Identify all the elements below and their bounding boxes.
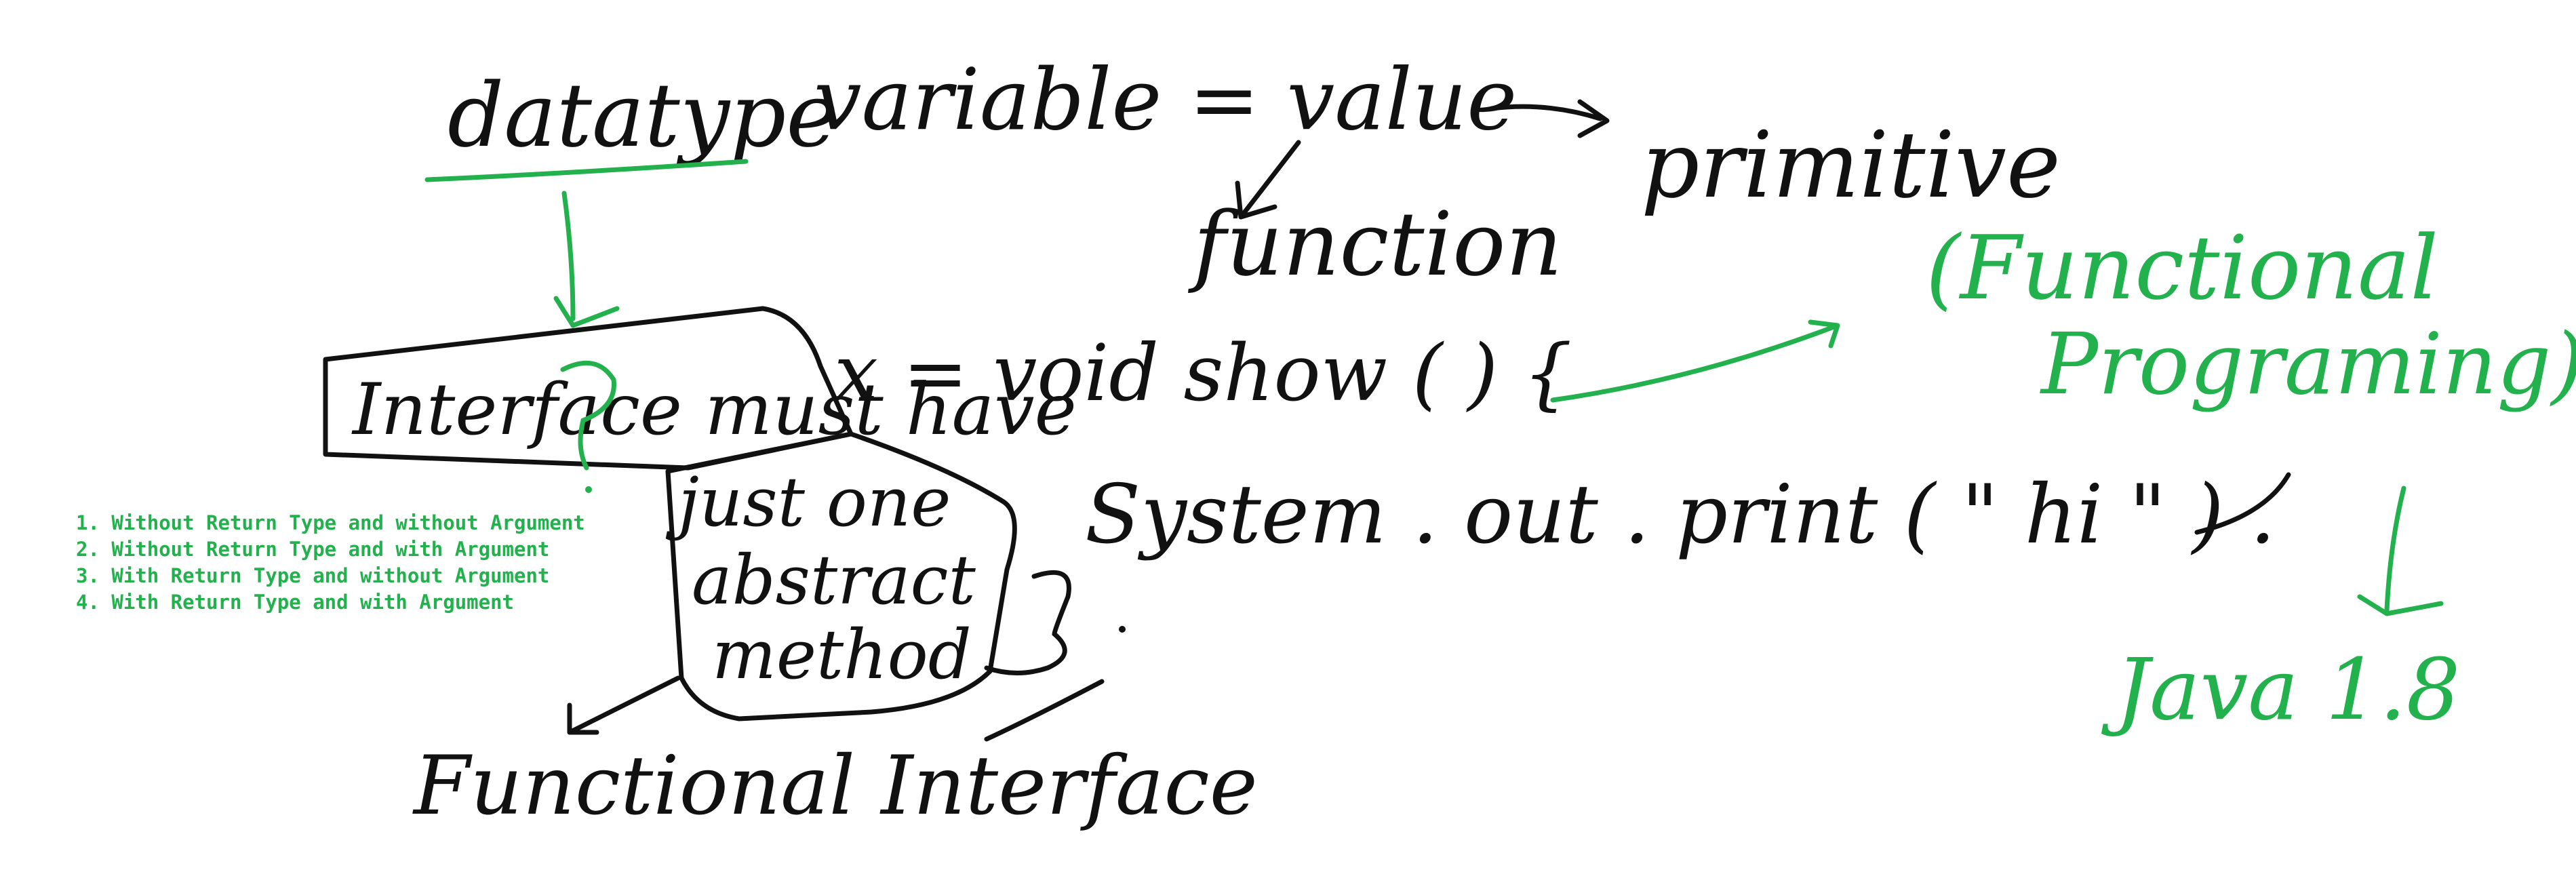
stroke-to-functional-interface (984, 679, 1105, 742)
datatype-underline (424, 159, 749, 182)
variable-value-text: variable = value (814, 51, 1517, 149)
arrow-to-interface (553, 191, 620, 328)
green-dot-mark (585, 486, 592, 493)
note-item: 2. Without Return Type and with Argument (76, 538, 550, 561)
interface-green-mark (560, 360, 616, 471)
arrow-to-java-version (2357, 486, 2444, 616)
function-text: function (1188, 193, 1562, 296)
arrow-to-function (1235, 140, 1301, 220)
functional-programming-text-line2: Programing) (2040, 315, 2576, 414)
system-out-print-text: System . out . print ( " hi " ) . (1085, 468, 2276, 562)
dot-mark (1119, 626, 1126, 633)
method-text: method (712, 615, 972, 694)
note-item: 3. With Return Type and without Argument (76, 564, 550, 587)
note-item: 1. Without Return Type and without Argum… (76, 511, 585, 534)
java-version-text: Java 1.8 (2101, 641, 2460, 739)
arrow-functional-programming (1550, 319, 1840, 403)
notes-list: 1. Without Return Type and without Argum… (76, 510, 585, 616)
arrow-to-functional-interface (567, 675, 681, 735)
closing-brace (984, 570, 1071, 675)
note-item: 4. With Return Type and with Argument (76, 591, 515, 614)
primitive-text: primitive (1641, 112, 2061, 218)
interface-box-outline (323, 306, 854, 471)
functional-programming-text-line1: (Functional (1926, 216, 2438, 319)
just-one-text: just one (665, 462, 951, 542)
abstract-method-box-outline (665, 431, 1017, 721)
print-closing-stroke (2194, 472, 2291, 535)
functional-interface-text: Functional Interface (412, 739, 1258, 833)
show-method-text: x = void show ( ) { (834, 328, 1572, 419)
datatype-text: datatype (448, 64, 838, 167)
interface-must-have-text: Interface must have (351, 368, 1077, 451)
abstract-text: abstract (692, 540, 976, 620)
arrow-to-primitive (1489, 99, 1610, 138)
